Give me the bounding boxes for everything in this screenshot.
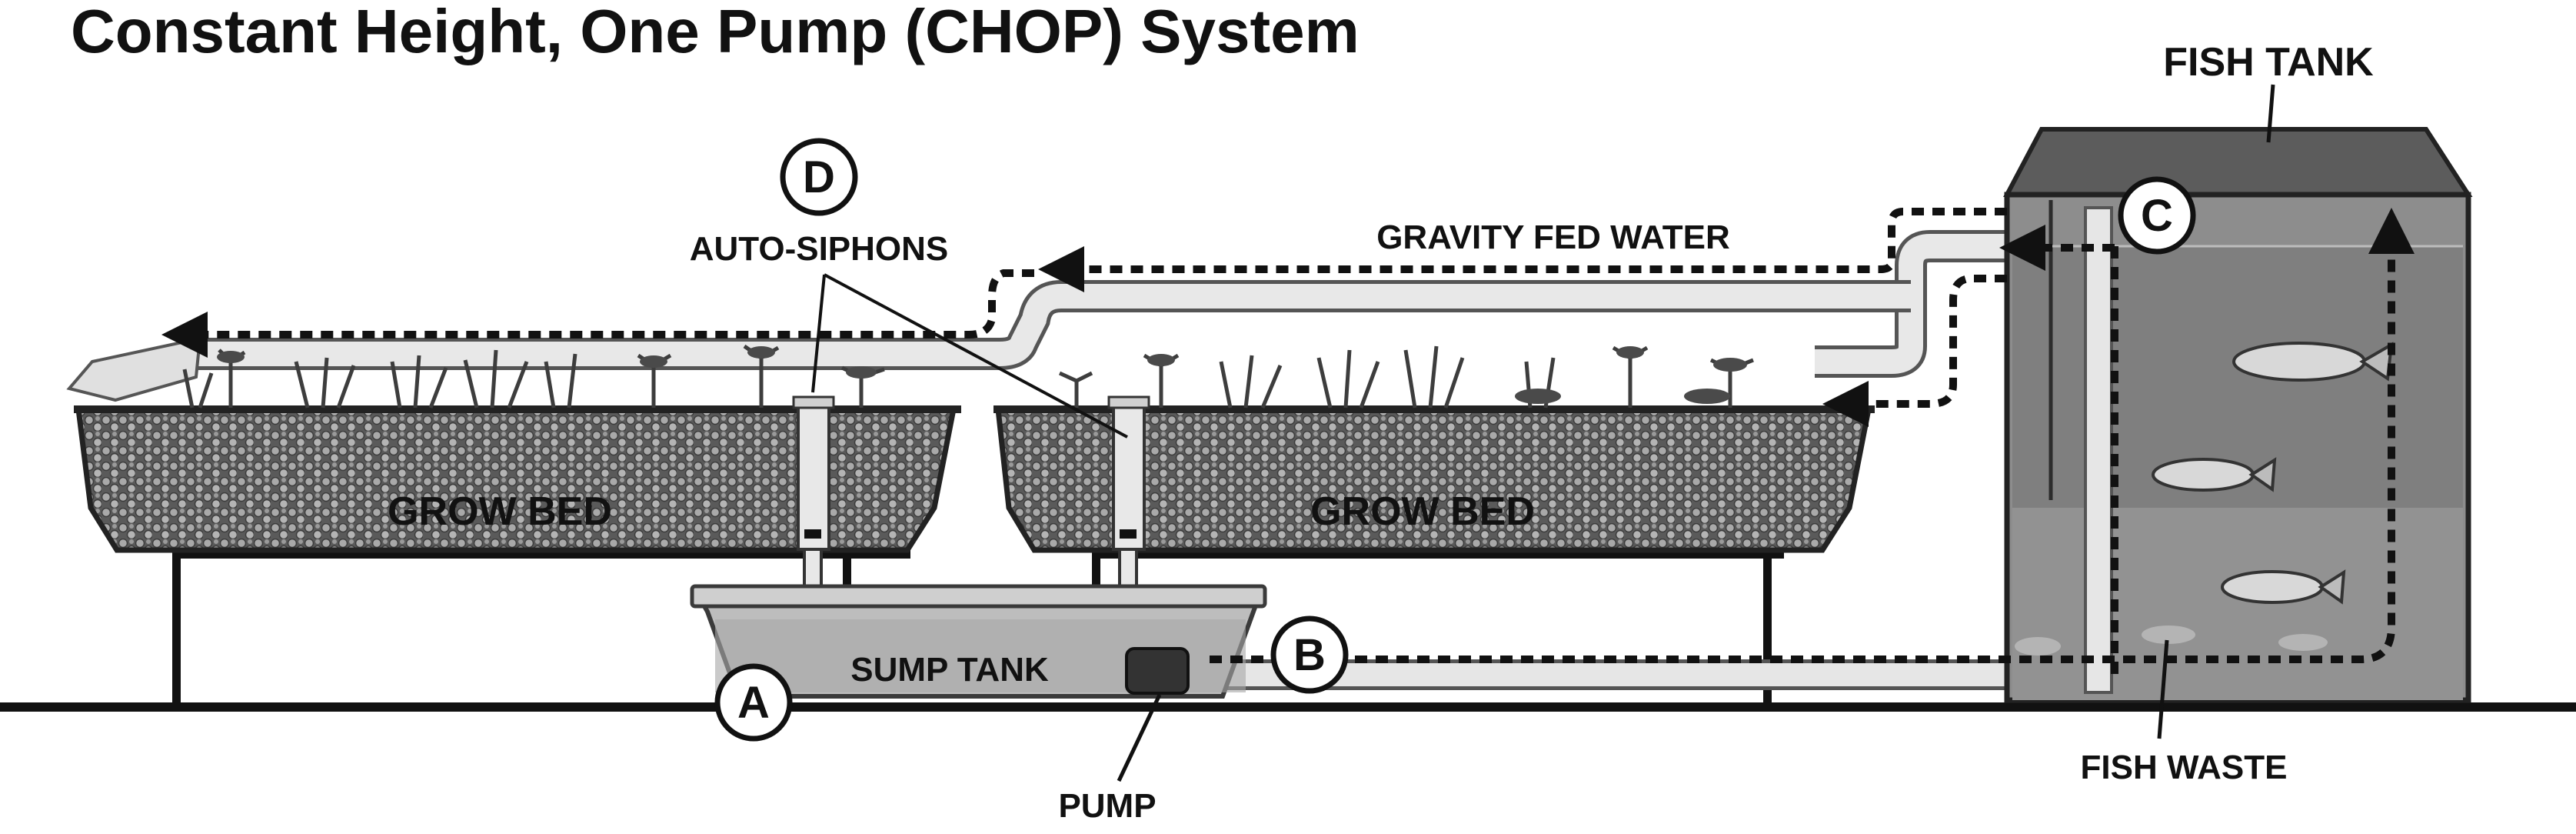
flow-paths bbox=[161, 208, 2415, 674]
marker-b: B bbox=[1270, 615, 1349, 694]
fish-waste-piles bbox=[2015, 626, 2328, 656]
fish-1 bbox=[2232, 342, 2394, 382]
fish-waste-label: FISH WASTE bbox=[2081, 749, 2288, 786]
svg-text:C: C bbox=[2141, 191, 2173, 241]
grow-bed-right: GROW BED bbox=[993, 345, 1875, 553]
fish-2 bbox=[2152, 457, 2277, 492]
ground-line bbox=[0, 702, 2576, 712]
grow-bed-left-label: GROW BED bbox=[388, 489, 612, 534]
grow-bed-right-label: GROW BED bbox=[1310, 489, 1535, 534]
diagram-title: Constant Height, One Pump (CHOP) System bbox=[71, 0, 1360, 65]
svg-text:B: B bbox=[1293, 630, 1326, 680]
marker-a: A bbox=[714, 663, 793, 742]
marker-c: C bbox=[2118, 176, 2196, 255]
auto-siphon-right bbox=[1107, 395, 1150, 599]
grow-bed-stands bbox=[172, 550, 1784, 704]
grow-bed-left: GROW BED bbox=[74, 344, 961, 553]
auto-siphons-label: AUTO-SIPHONS bbox=[690, 230, 949, 268]
sump-tank-label: SUMP TANK bbox=[850, 651, 1049, 689]
marker-d: D bbox=[780, 138, 858, 216]
auto-siphons-callout: AUTO-SIPHONS bbox=[690, 230, 1128, 439]
pump: PUMP bbox=[1058, 647, 1190, 825]
auto-siphon-left bbox=[792, 395, 835, 599]
gravity-pipe bbox=[66, 230, 2007, 402]
fish-tank: FISH WASTE FISH TANK bbox=[2003, 40, 2473, 786]
pump-label: PUMP bbox=[1058, 787, 1156, 825]
svg-text:A: A bbox=[737, 678, 770, 728]
fish-3 bbox=[2221, 569, 2346, 605]
svg-text:D: D bbox=[803, 152, 835, 202]
fish-tank-label: FISH TANK bbox=[2163, 40, 2374, 85]
gravity-fed-water-label: GRAVITY FED WATER bbox=[1376, 219, 1730, 256]
